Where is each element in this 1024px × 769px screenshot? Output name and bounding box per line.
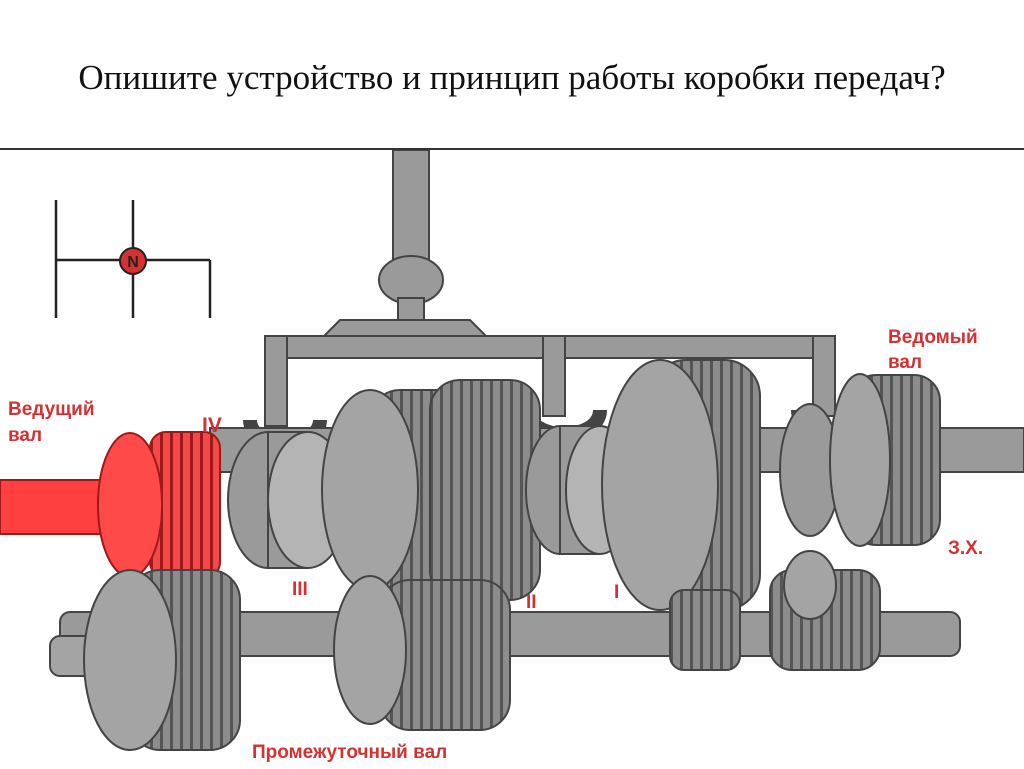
- gear-4-label: IV: [202, 414, 222, 437]
- input-shaft-label-line1: Ведущий: [8, 399, 95, 420]
- gearbox-diagram-frame: N: [0, 148, 1024, 769]
- counter-gear-reverse: [769, 550, 881, 671]
- output-shaft-label-line1: Ведомый: [888, 327, 978, 348]
- synchronizer-1-2: [525, 425, 635, 555]
- shift-pattern: N: [54, 200, 212, 318]
- gear-2-label: II: [526, 592, 537, 613]
- gear-1-label: I: [614, 582, 619, 603]
- counter-gear-drive: [83, 569, 241, 751]
- gearbox-diagram: N: [0, 150, 1024, 763]
- reverse-label: З.Х.: [948, 538, 983, 559]
- counter-shaft-label: Промежуточный вал: [252, 742, 447, 763]
- gear-3-label: III: [292, 579, 308, 600]
- input-shaft-label-line2: вал: [8, 425, 42, 446]
- gear-3-main: [321, 379, 541, 601]
- output-shaft-label-line2: вал: [888, 352, 922, 373]
- reverse-gear-main: [779, 373, 941, 547]
- gear-1-main: [601, 359, 761, 611]
- counter-gear-3: [333, 575, 511, 731]
- neutral-badge: [119, 247, 147, 275]
- slide-title: Опишите устройство и принцип работы коро…: [78, 58, 946, 97]
- neutral-mark: N: [127, 254, 139, 271]
- input-gear: [97, 431, 221, 579]
- counter-gear-1: [669, 589, 741, 671]
- shift-lever: [317, 150, 493, 341]
